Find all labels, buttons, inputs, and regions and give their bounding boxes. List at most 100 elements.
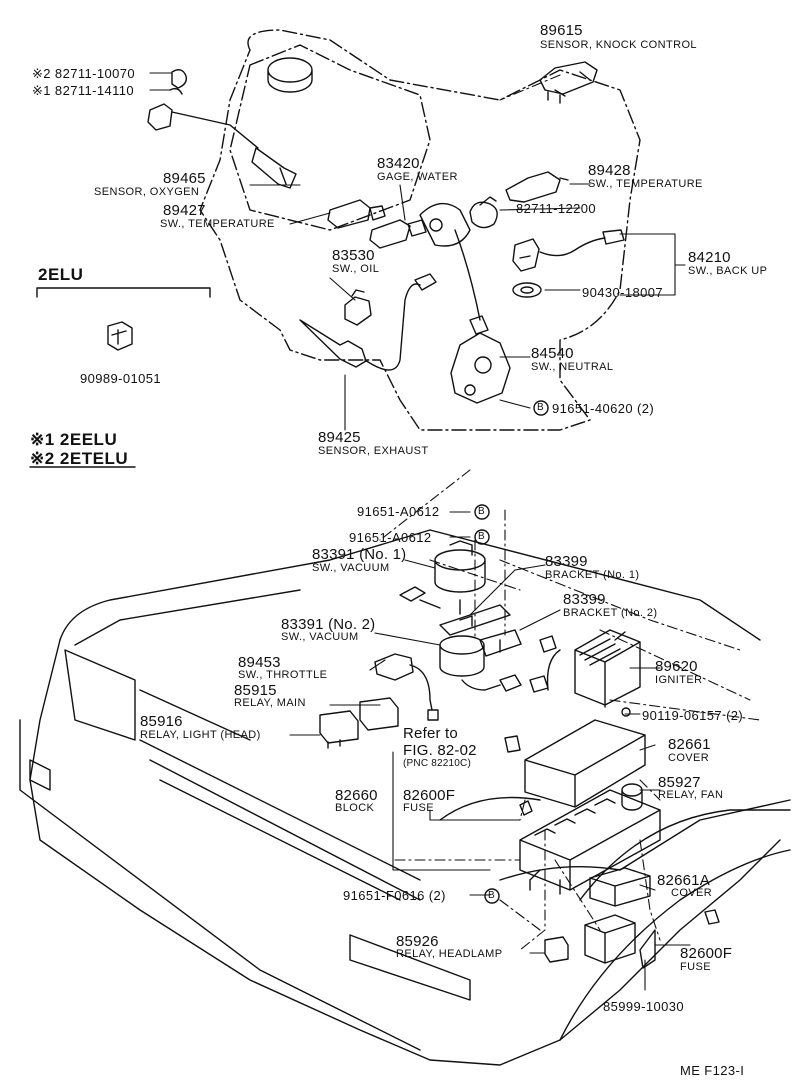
part-number: 83420 (377, 155, 420, 172)
fusible-link-block (584, 914, 636, 964)
igniter (529, 629, 641, 717)
part-number: 89428 (588, 162, 631, 179)
part-number: 90430-18007 (582, 285, 664, 300)
neutral-switch (450, 315, 511, 404)
part-name: FUSE (680, 961, 711, 973)
part-number: 91651-40620 (2) (552, 401, 655, 416)
fuse-82600f-small (504, 735, 521, 753)
clip-82711 (169, 69, 188, 95)
fuse-82600f-large (704, 909, 720, 925)
bracket-85999 (639, 929, 656, 969)
part-name: COVER (668, 752, 710, 764)
vacuum-switch-no1 (399, 540, 486, 615)
washer-90430 (512, 282, 542, 298)
part-name: BRACKET (No. 2) (563, 607, 658, 619)
part-number: 84210 (688, 249, 731, 266)
vacuum-switch-no2 (439, 635, 522, 692)
knock-sensor (539, 61, 598, 104)
variant-bracket (36, 287, 211, 298)
part-number: 83399 (563, 591, 606, 608)
diagram-code: ME F123-I (680, 1063, 745, 1078)
part-name: SW., VACUUM (281, 631, 359, 643)
part-name: FUSE (403, 802, 434, 814)
clamp-82711-12200 (469, 196, 498, 229)
temperature-switch-89428 (505, 171, 569, 203)
part-name: RELAY, MAIN (234, 697, 306, 709)
bumper-lower (349, 934, 471, 1001)
connector-90989 (107, 321, 133, 351)
relay-block (519, 789, 661, 895)
part-number: ※1 82711-14110 (32, 83, 135, 98)
part-number: 82711-12200 (516, 201, 597, 216)
oil-filler-cap (267, 57, 313, 93)
part-name: COVER (671, 887, 713, 899)
part-name: RELAY, LIGHT (HEAD) (140, 729, 261, 741)
part-name: SW., NEUTRAL (531, 361, 614, 373)
part-number: 85926 (396, 933, 439, 950)
part-number: 89425 (318, 429, 361, 446)
part-number: 89465 (163, 170, 206, 187)
throttle-switch (374, 653, 439, 721)
part-name: SW., OIL (332, 263, 380, 275)
refer-line-2: FIG. 82-02 (403, 742, 477, 759)
part-name: SW., THROTTLE (238, 669, 328, 681)
part-number: 90989-01051 (80, 371, 162, 386)
car-hood-outline (59, 529, 761, 641)
part-name: SENSOR, EXHAUST (318, 445, 429, 457)
relay-light-head (319, 710, 359, 749)
variant-note-1: ※1 2EELU (30, 430, 118, 449)
part-number: 89427 (163, 202, 206, 219)
part-number: 85927 (658, 774, 701, 791)
part-name: SW., TEMPERATURE (160, 218, 275, 230)
relay-block-cover (589, 867, 651, 907)
fuse-block-cover (524, 719, 646, 808)
relay-fan (621, 783, 643, 811)
part-number: 82660 (335, 787, 378, 804)
part-number: ※2 82711-10070 (32, 66, 135, 81)
part-name: BRACKET (No. 1) (545, 569, 640, 581)
part-number: 89453 (238, 654, 281, 671)
part-name: GAGE, WATER (377, 171, 458, 183)
engine-cover-outline (229, 44, 431, 231)
part-number: 85916 (140, 713, 183, 730)
water-gage-sender (369, 219, 427, 249)
oxygen-sensor (147, 103, 297, 189)
variant-label-2elu: 2ELU (38, 265, 84, 284)
bolt-symbol-label: B (478, 506, 485, 517)
part-number: 83391 (No. 1) (312, 546, 407, 563)
part-number: 83391 (No. 2) (281, 616, 376, 633)
temperature-switch-89427 (327, 199, 386, 229)
bolt-symbol-label: B (478, 531, 485, 542)
part-name: SW., TEMPERATURE (588, 178, 703, 190)
car-fender-outline (29, 639, 781, 1066)
bolt-symbols (474, 400, 549, 904)
part-name: SW., BACK UP (688, 265, 768, 277)
headlamp-outline (64, 649, 251, 741)
bracket-no2 (479, 629, 522, 657)
relay-headlamp (544, 936, 569, 963)
part-number: 83530 (332, 247, 375, 264)
part-number: 85915 (234, 682, 277, 699)
thermostat-housing (419, 202, 481, 321)
bolt-symbol-label: B (488, 890, 495, 901)
part-number: 82600F (680, 945, 733, 962)
bolt-symbol-label: B (537, 402, 544, 413)
part-number: 85999-10030 (603, 999, 685, 1014)
variant-note-2: ※2 2ETELU (30, 449, 129, 468)
bumper-outline (19, 719, 421, 1051)
part-number: 91651-A0612 (349, 530, 432, 545)
refer-line-3: (PNC 82210C) (403, 758, 471, 769)
car-hood-edge (74, 589, 301, 646)
part-name: RELAY, HEADLAMP (396, 948, 503, 960)
engine-outline (199, 29, 641, 431)
part-number: 91651-A0612 (357, 504, 440, 519)
part-name: SENSOR, KNOCK CONTROL (540, 39, 697, 51)
part-number: 89615 (540, 22, 583, 39)
relay-main (359, 697, 399, 731)
bracket-no1 (439, 604, 511, 636)
part-number: 83399 (545, 553, 588, 570)
backup-switch (512, 229, 625, 272)
refer-line-1: Refer to (403, 725, 458, 742)
part-name: BLOCK (335, 802, 375, 814)
